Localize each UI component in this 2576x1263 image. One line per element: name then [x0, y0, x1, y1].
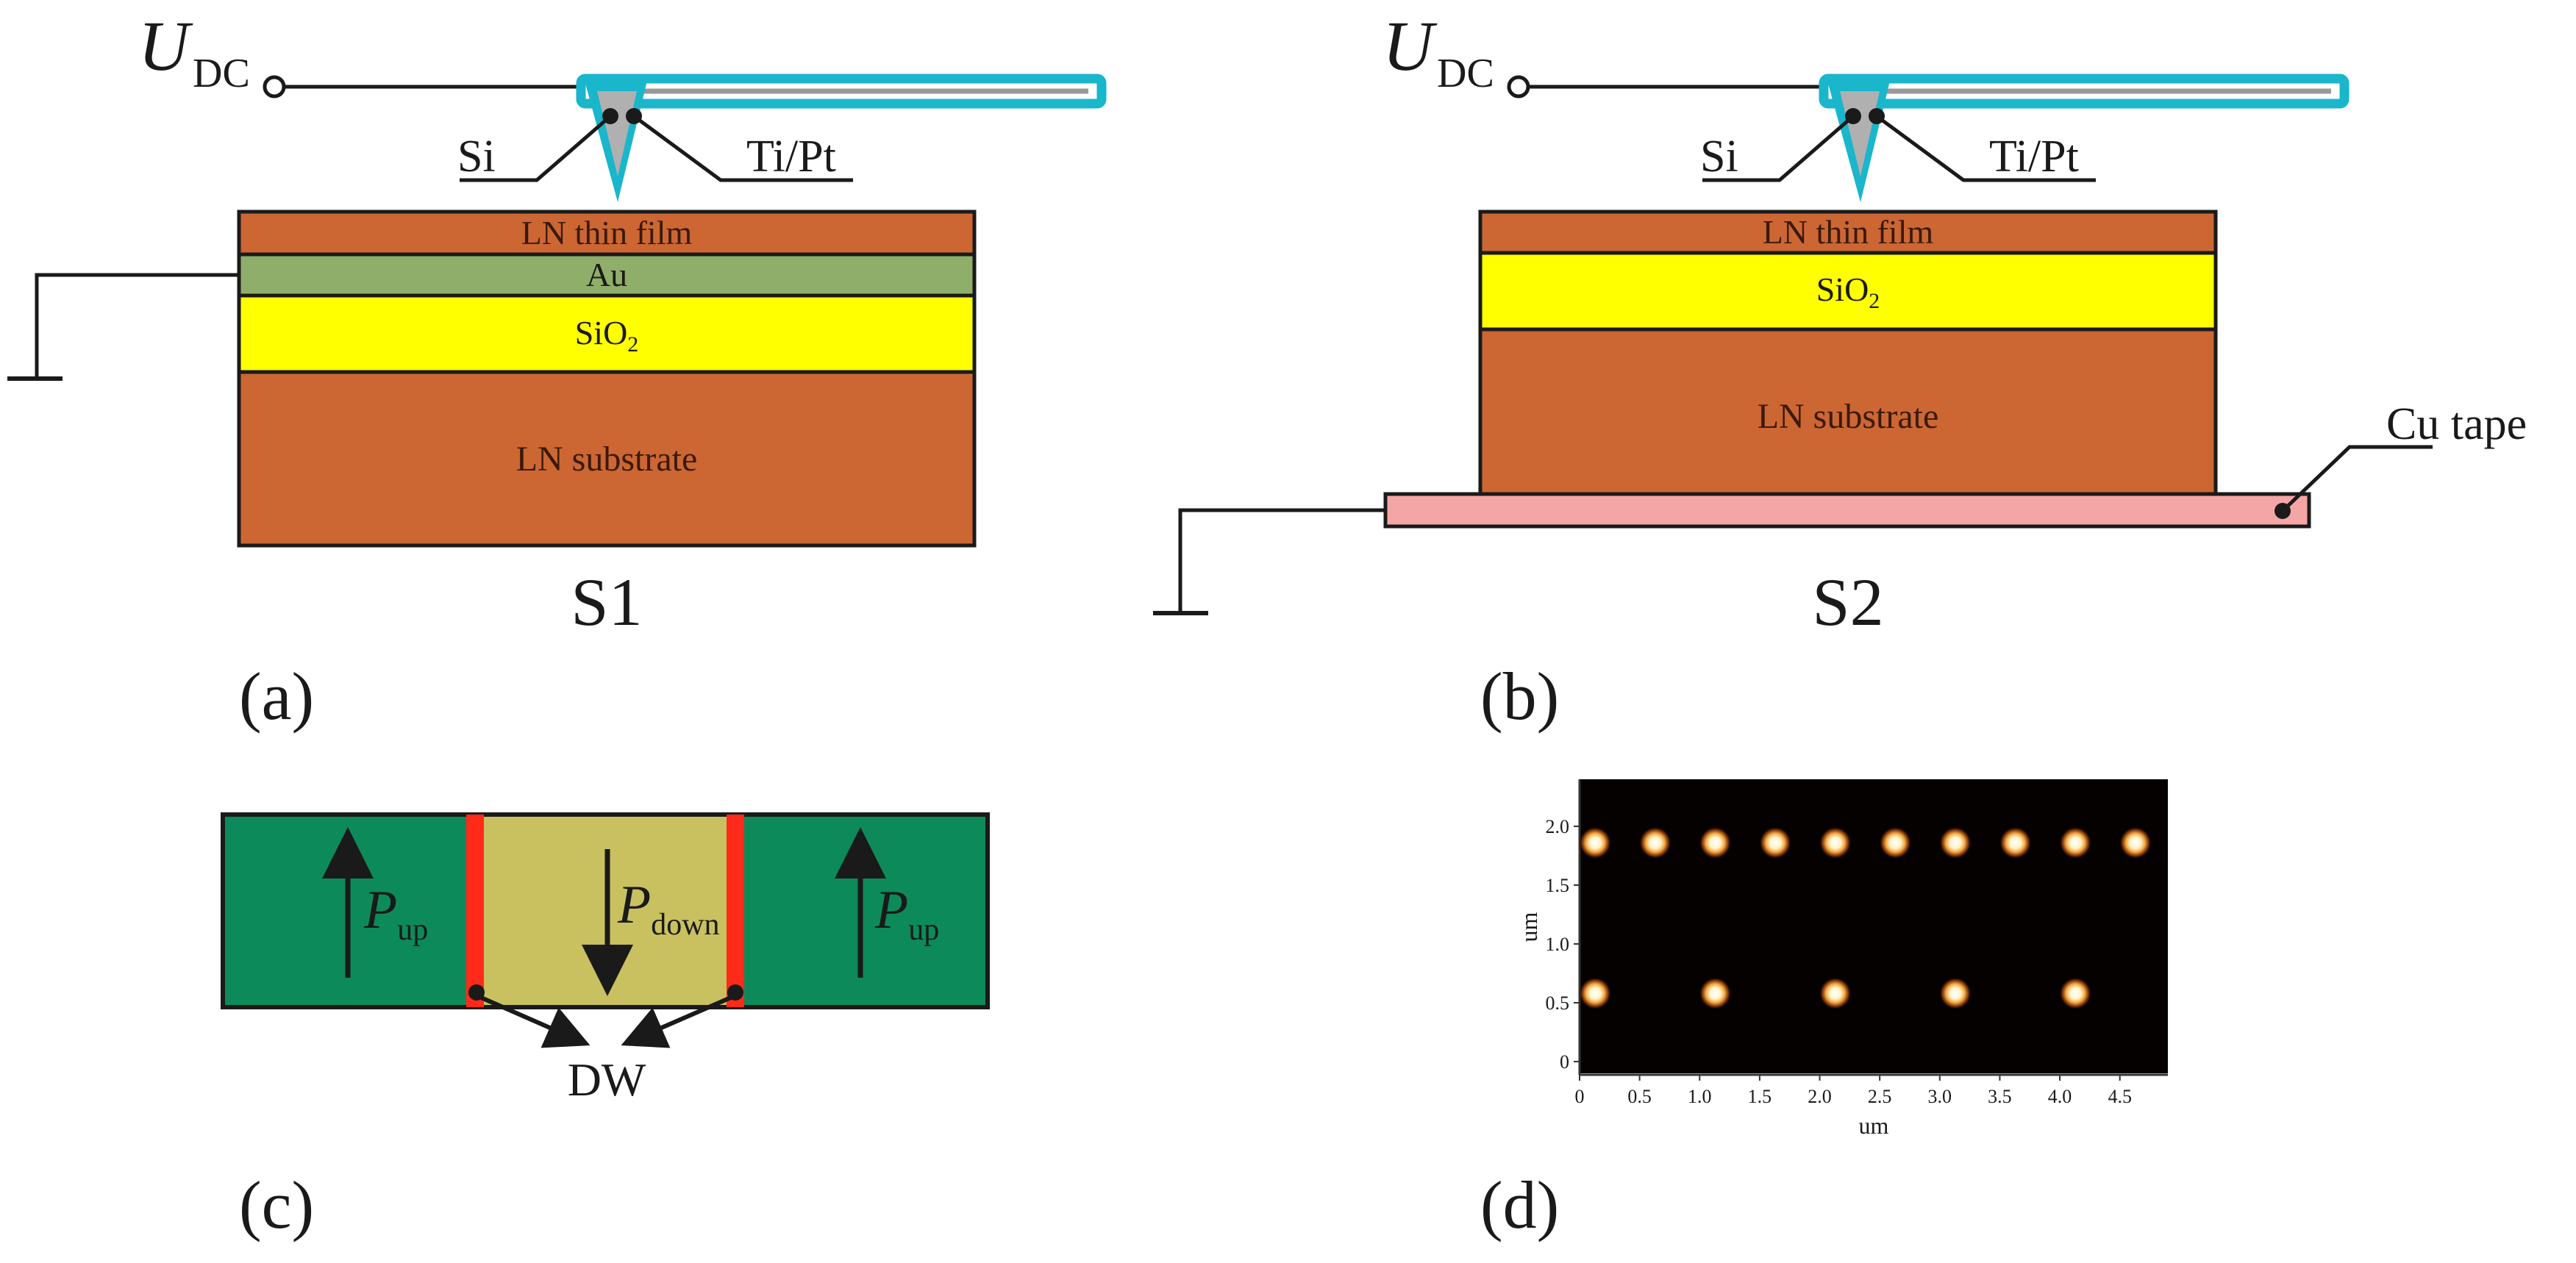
domain-dot — [2059, 977, 2092, 1010]
y-tick-label: 0 — [1560, 1051, 1569, 1073]
cu-tape-leader-line — [2281, 445, 2433, 512]
domain-dot — [1579, 826, 1612, 859]
tip-label-si: Si — [457, 132, 496, 182]
panel-c: Pup Pdown Pup DW (c) — [221, 812, 990, 1242]
voltage-terminal-icon — [1507, 75, 1530, 99]
domain-wall-label: DW — [568, 1053, 646, 1106]
voltage-label-symbol: U — [1382, 7, 1438, 85]
panel-label-a: (a) — [239, 659, 314, 734]
y-axis-label: um — [1516, 912, 1542, 942]
domain-dot — [1939, 826, 1972, 859]
domain-wall-left — [466, 815, 484, 1007]
cu-tape-label: Cu tape — [2386, 399, 2527, 449]
layer-sio2-label: SiO2 — [575, 314, 639, 357]
panel-a: U DC Si Ti/Pt LN thin film Au SiO2 LN su… — [7, 7, 1107, 734]
x-tick-label: 1.0 — [1688, 1086, 1712, 1107]
domain-dot — [1759, 826, 1792, 859]
domain-dot — [1699, 826, 1732, 859]
wall-pointer-right — [621, 995, 734, 1048]
polarization-up-label: Pup — [363, 880, 428, 947]
layer-ln-thin-film-label: LN thin film — [1763, 213, 1934, 251]
domain-outline — [221, 812, 990, 1009]
dots-layer — [1579, 826, 2152, 1010]
sample-name-s1: S1 — [571, 565, 642, 640]
ground-wire — [35, 273, 239, 379]
x-tick-label: 0 — [1575, 1086, 1585, 1107]
tipt-leader-line — [1875, 114, 2096, 182]
x-tick-label: 4.5 — [2108, 1086, 2132, 1107]
layer-ln-substrate-label: LN substrate — [516, 440, 698, 479]
voltage-label-symbol: U — [138, 7, 193, 85]
domain-dot — [1819, 826, 1852, 859]
ground-wire — [1178, 508, 1385, 613]
layer-sio2-label: SiO2 — [1816, 271, 1880, 313]
cu-tape — [1383, 492, 2311, 529]
panel-b: U DC Si Ti/Pt LN thin film SiO2 LN subst… — [1153, 7, 2527, 734]
sample-name-s2: S2 — [1812, 565, 1883, 640]
tip-label-si: Si — [1700, 132, 1738, 182]
layer-ln-thin-film — [1478, 210, 2218, 255]
domain-dot — [1999, 826, 2032, 859]
tipt-leader-line — [632, 114, 853, 182]
panel-label-c: (c) — [239, 1167, 314, 1242]
domain-wall-right — [727, 815, 744, 1007]
x-tick-label: 1.5 — [1748, 1086, 1772, 1107]
voltage-label-subscript: DC — [193, 51, 250, 96]
panel-label-d: (d) — [1480, 1167, 1559, 1242]
domain-dot — [2059, 826, 2092, 859]
voltage-label-subscript: DC — [1437, 51, 1494, 96]
x-tick-label: 4.0 — [2048, 1086, 2072, 1107]
panel-label-b: (b) — [1480, 659, 1559, 734]
x-tick-label: 2.0 — [1808, 1086, 1832, 1107]
domain-dot — [1699, 977, 1732, 1010]
tip-label-tipt: Ti/Pt — [1989, 132, 2079, 182]
layer-au — [237, 252, 977, 298]
polarization-down-label: Pdown — [617, 875, 720, 942]
layer-ln-thin-film-label: LN thin film — [521, 214, 693, 251]
ticks-layer: 0 0.5 1.0 1.5 2.0 2.5 3.0 3.5 4.0 4.5 0 0.5 1.0 1.5 2.… — [1546, 816, 2132, 1107]
x-tick-label: 2.5 — [1868, 1086, 1892, 1107]
domain-dot — [1939, 977, 1972, 1010]
tip-label-tipt: Ti/Pt — [746, 132, 836, 182]
wall-pointer-left — [478, 995, 591, 1048]
layer-au-label: Au — [586, 256, 627, 293]
y-tick-label: 1.5 — [1546, 875, 1570, 896]
domain-dot — [2119, 826, 2152, 859]
x-axis-label: um — [1859, 1112, 1889, 1139]
y-tick-label: 2.0 — [1546, 816, 1570, 837]
layer-sio2 — [237, 293, 977, 374]
panel-d: 0 0.5 1.0 1.5 2.0 2.5 3.0 3.5 4.0 4.5 0 0.5 1.0 1.5 2.… — [1480, 779, 2168, 1242]
pfm-image-background — [1580, 779, 2168, 1073]
domain-dot — [1819, 977, 1852, 1010]
layer-ln-substrate — [1478, 327, 2218, 496]
voltage-terminal-icon — [263, 75, 286, 99]
x-tick-label: 3.0 — [1928, 1086, 1952, 1107]
si-leader-line — [1702, 115, 1855, 182]
layer-ln-substrate — [237, 370, 977, 548]
domain-dot — [1638, 826, 1671, 859]
polarization-up-label: Pup — [874, 880, 939, 947]
y-tick-label: 1.0 — [1546, 934, 1570, 955]
x-tick-label: 3.5 — [1988, 1086, 2012, 1107]
si-leader-line — [460, 115, 612, 182]
domain-dot — [1579, 977, 1612, 1010]
domain-dot — [1879, 826, 1912, 859]
y-tick-label: 0.5 — [1546, 992, 1570, 1014]
x-tick-label: 0.5 — [1627, 1086, 1652, 1107]
layer-ln-substrate-label: LN substrate — [1758, 397, 1939, 436]
